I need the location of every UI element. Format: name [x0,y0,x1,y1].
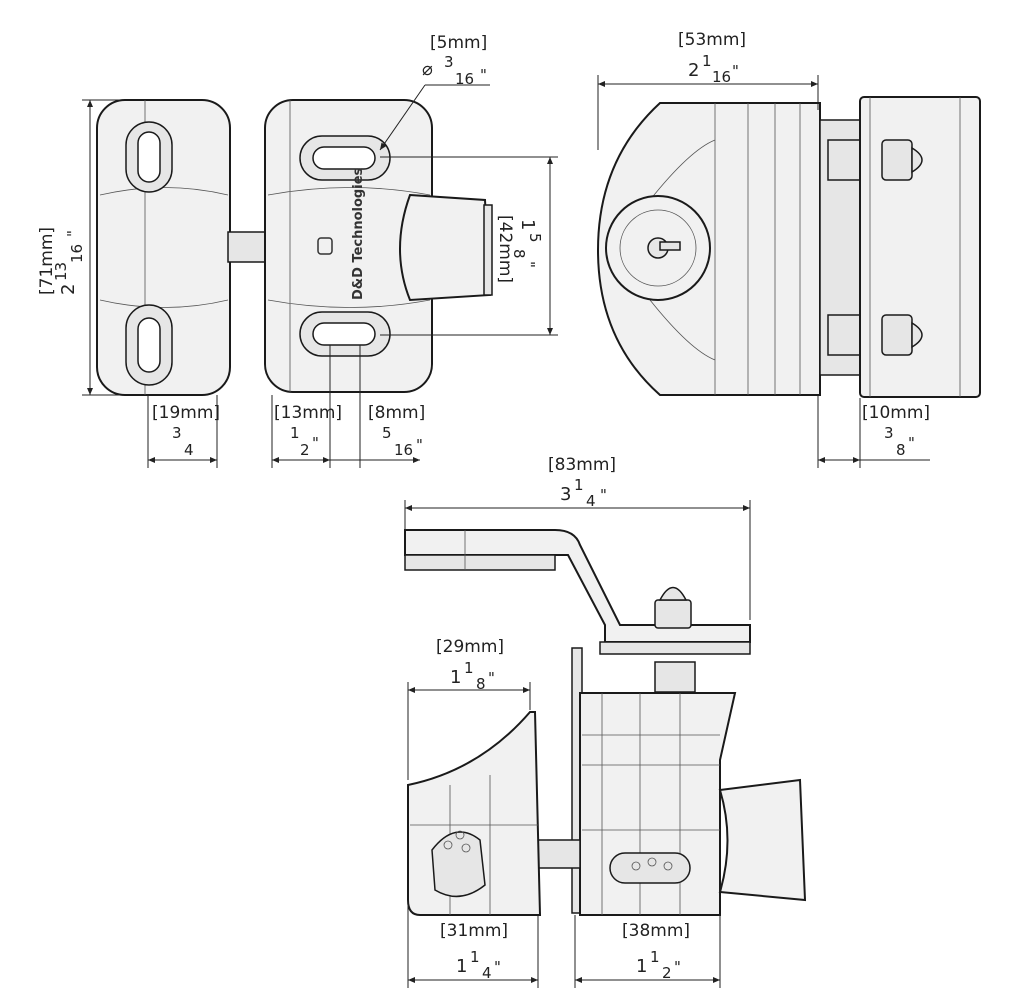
dimension-label: [42mm] [495,215,515,283]
dimension-label: 1 [464,659,474,677]
hinge-rod [227,231,271,263]
dimension-label: 16 [394,441,413,459]
dimension-label: 2 [688,60,699,81]
dimension-label: 13 [52,262,70,281]
dimension-label: [10mm] [862,403,930,423]
dimension-offset-a: [13mm] 1 2 " [271,345,342,468]
dimension-label: 8 [476,675,486,693]
dimension-label: 2 [58,284,79,295]
mounting-plate-side [859,96,981,398]
dimension-label: 3 [444,53,454,71]
hinge-rod [534,839,581,869]
dimension-label: " [908,434,915,452]
adjustment-knob [718,778,807,902]
dimension-label: 4 [586,492,596,510]
dimension-label: " [480,66,487,84]
dimension-label: 1 [456,956,467,977]
dimension-left-body: [31mm] 1 1 4 " [407,900,539,988]
assembly-view [404,529,807,916]
dimension-offset-b: [8mm] 5 16 " [330,345,425,468]
dimension-label: [8mm] [368,403,425,423]
dimension-label: [38mm] [622,921,690,941]
side-view [596,96,981,398]
dimension-label: 1 [636,956,647,977]
dimension-label: [29mm] [436,637,504,657]
dimension-label: " [416,436,423,454]
brand-text: D&D Technologies [351,167,366,300]
brand-logo-icon [317,237,333,255]
dimension-label: " [312,434,319,452]
bracket-plate [599,641,751,655]
dimension-label: 16 [68,244,86,263]
bracket-arm [404,529,751,643]
dimension-label: 1 [702,52,712,70]
dimension-label: [5mm] [430,33,487,53]
dimension-label: 16 [455,70,474,88]
dimension-label: [53mm] [678,30,746,50]
dimension-label: [19mm] [152,403,220,423]
dimension-label: " [494,958,501,976]
dimension-label: [83mm] [548,455,616,475]
dimension-label: " [520,261,538,268]
dimension-slot-spacing: [42mm] 1 5 8 " [380,156,558,336]
dimension-label: 2 [300,441,310,459]
dimension-height: [71mm] 2 13 16 " [37,99,120,396]
dimension-label: 1 [470,948,480,966]
dimension-label: " [64,230,82,237]
dimension-label: [31mm] [440,921,508,941]
dimension-label: ⌀ [422,59,433,80]
nut [881,139,913,181]
dimension-label: [71mm] [37,227,57,295]
dimension-label: 1 [450,667,461,688]
adjustment-knob [399,193,492,302]
front-view: D&D Technologies [96,99,493,396]
dimension-label: 8 [510,249,528,259]
dimension-label: 8 [896,441,906,459]
dimension-right-body: [38mm] 1 1 2 " [574,915,721,988]
dimension-hole: [5mm] ⌀ 3 16 " [379,33,490,151]
dimension-label: 4 [184,441,194,459]
dimension-label: 5 [382,424,392,442]
vent-slot [609,852,691,884]
dimension-label: 1 [574,476,584,494]
dimension-plate-thickness: [10mm] 3 8 " [817,395,930,468]
dimension-label: 4 [482,964,492,982]
nut [654,599,692,629]
dimension-label: " [488,669,495,687]
dimension-plate-width: [19mm] 3 4 [147,395,220,468]
nut [881,314,913,356]
dimension-label: 3 [560,484,571,505]
vent-slot [431,831,486,898]
dimension-label: 2 [662,964,672,982]
dimension-label: " [674,958,681,976]
dimension-label: " [600,486,607,504]
dimension-side-width: [53mm] 2 1 16 " [597,30,819,150]
dimension-label: 1 [650,948,660,966]
dimension-label: 5 [526,233,544,243]
dimension-label: 16 [712,68,731,86]
dimension-label: [13mm] [274,403,342,423]
dimension-label: 3 [884,424,894,442]
dimension-label: 3 [172,424,182,442]
dimension-label: 1 [517,219,538,230]
dimension-bracket-length: [83mm] 3 1 4 " [404,455,751,620]
dimension-label: " [732,62,739,80]
dimension-cup-width: [29mm] 1 1 8 " [407,637,531,780]
dimension-label: 1 [290,424,300,442]
